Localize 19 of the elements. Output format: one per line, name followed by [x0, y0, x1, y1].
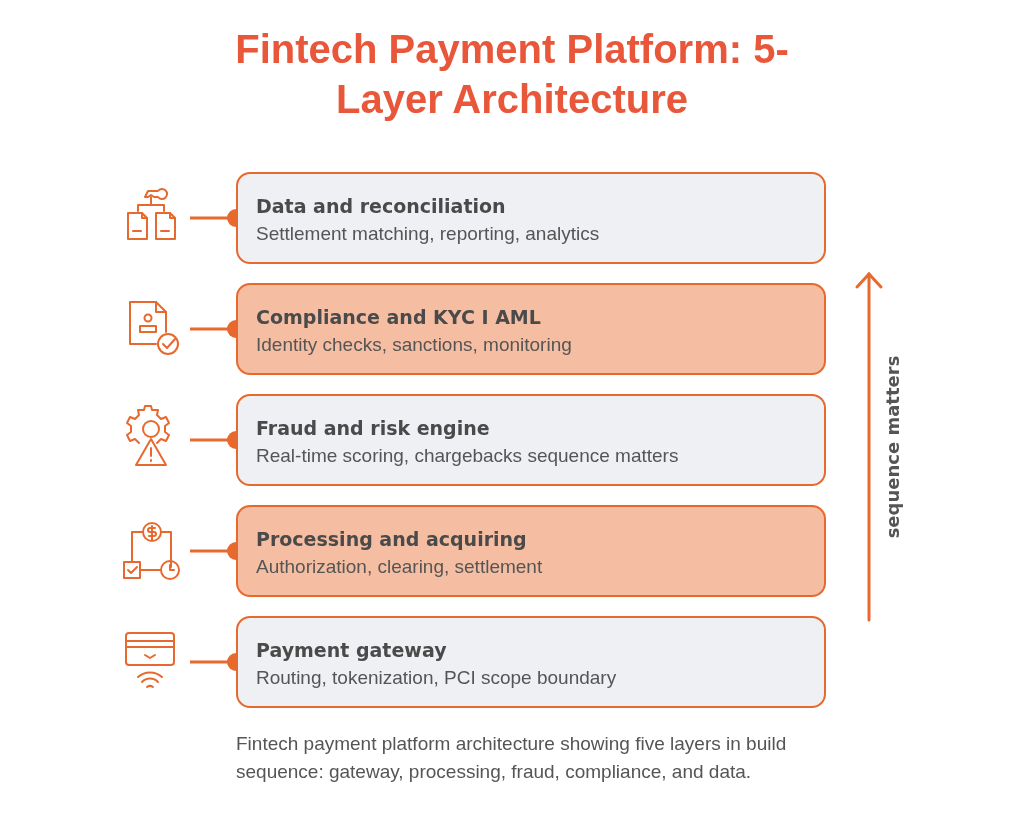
layer-description: Identity checks, sanctions, monitoring [256, 333, 573, 357]
layer-description: Routing, tokenization, PCI scope boundary [256, 666, 618, 690]
layer-box [236, 616, 826, 708]
layer-description: Settlement matching, reporting, analytics [256, 222, 601, 246]
side-label: sequence matters [881, 355, 903, 539]
layer-box [236, 172, 826, 264]
layer-description: Real-time scoring, chargebacks sequence matters [256, 444, 680, 468]
layer-title: Processing and acquiring [256, 527, 528, 552]
layer-box [236, 505, 826, 597]
layer-title: Fraud and risk engine [256, 416, 491, 441]
layer-title: Payment gateway [256, 638, 448, 663]
layer-box [236, 394, 826, 486]
layer-description: Authorization, clearing, settlement [256, 555, 544, 579]
caption: Fintech payment platform architecture showing five layers in build sequence: gateway, processing, fraud, compliance, and data. [236, 732, 788, 784]
title: Fintech Payment Platform: 5-Layer Architecture [234, 26, 790, 123]
layer-title: Compliance and KYC I AML [256, 305, 542, 330]
layer-box [236, 283, 826, 375]
layer-title: Data and reconciliation [256, 194, 507, 219]
payment-flow-icon [120, 520, 182, 582]
